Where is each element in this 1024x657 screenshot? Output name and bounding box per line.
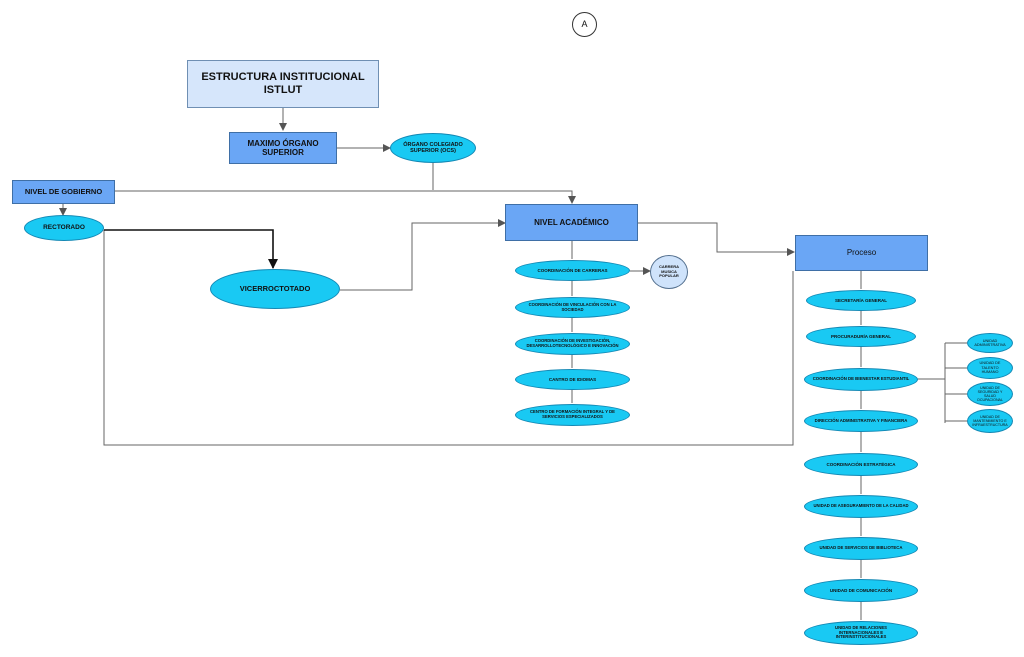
proceso-item-bienestar: COORDINACIÓN DE BIENESTAR ESTUDIANTIL (804, 368, 918, 391)
academico-item-label: CENTRO DE FORMACIÓN INTEGRAL Y DE SERVIC… (530, 409, 615, 419)
rectorado-label: RECTORADO (43, 224, 85, 232)
academico-item-label: COORDINACIÓN DE INVESTIGACIÓN, DESARROLL… (526, 338, 619, 348)
unidad-talento-humano-ellipse: UNIDAD DE TALENTO HUMANO (967, 357, 1013, 379)
proceso-item-comunicacion: UNIDAD DE COMUNICACIÓN (804, 579, 918, 602)
proceso-item-calidad: UNIDAD DE ASEGURAMIENTO DE LA CALIDAD (804, 495, 918, 518)
connector-vice-to-academico (340, 219, 506, 291)
proceso-item-estrategica: COORDINACIÓN ESTRATÉGICA (804, 453, 918, 476)
proceso-item-label: PROCURADURÍA GENERAL (830, 333, 892, 339)
proceso-item-secretaria: SECRETARÍA GENERAL (806, 290, 916, 311)
academico-item-label: COORDINACIÓN DE CARRERAS (537, 267, 608, 273)
proceso-item-label: COORDINACIÓN DE BIENESTAR ESTUDIANTIL (812, 376, 910, 382)
connector-academico-to-proceso (638, 222, 795, 256)
academico-item-idiomas: CANTRO DE IDIOMAS (515, 369, 630, 390)
unidad-label: UNIDAD DE TALENTO HUMANO (979, 361, 1001, 375)
proceso-item-label: UNIDAD DE SERVICIOS DE BIBLIOTECA (819, 545, 903, 551)
rectorado-ellipse: RECTORADO (24, 215, 104, 241)
proceso-box: Proceso (795, 235, 928, 271)
nivel-gobierno-box: NIVEL DE GOBIERNO (12, 180, 115, 204)
nivel-academico-box: NIVEL ACADÉMICO (505, 204, 638, 241)
nivel-academico-label: NIVEL ACADÉMICO (534, 217, 609, 227)
maximo-organo-box: MAXIMO ÓRGANO SUPERIOR (229, 132, 337, 164)
academico-item-vinculacion: COORDINACIÓN DE VINCULACIÓN CON LA SOCIE… (515, 297, 630, 318)
academico-item-carreras: COORDINACIÓN DE CARRERAS (515, 260, 630, 281)
vicerrectorado-ellipse: VICERROCTOTADO (210, 269, 340, 309)
proceso-item-label: DIRECCIÓN ADMINISTRATIVA Y FINANCIERA (814, 417, 908, 423)
unidad-label: UNIDAD DE MANTENIMIENTO E INFRAESTRUCTUR… (972, 414, 1008, 428)
maximo-organo-label: MAXIMO ÓRGANO SUPERIOR (247, 138, 319, 157)
proceso-item-label: UNIDAD DE COMUNICACIÓN (829, 587, 893, 593)
proceso-label: Proceso (846, 248, 877, 258)
carrera-musica-circle: CARRERA MUSICA POPULAR (650, 255, 688, 289)
proceso-item-biblioteca: UNIDAD DE SERVICIOS DE BIBLIOTECA (804, 537, 918, 560)
nivel-gobierno-label: NIVEL DE GOBIERNO (24, 186, 103, 196)
academico-item-formacion: CENTRO DE FORMACIÓN INTEGRAL Y DE SERVIC… (515, 404, 630, 426)
page-marker-circle: A (572, 12, 597, 37)
unidad-label: UNIDAD DE SEGURIDAD Y SALUD OCUPACIONAL (977, 385, 1003, 403)
unidad-label: UNIDAD ADMINISTRATIVA (974, 338, 1006, 347)
proceso-item-label: COORDINACIÓN ESTRATÉGICA (826, 461, 896, 467)
proceso-item-label: UNIDAD DE ASEGURAMIENTO DE LA CALIDAD (813, 503, 909, 509)
proceso-item-relaciones: UNIDAD DE RELACIONES INTERNACIONALES E I… (804, 621, 918, 645)
ocs-label: ÓRGANO COLEGIADO SUPERIOR (OCS) (403, 141, 463, 154)
unidad-administrativa-ellipse: UNIDAD ADMINISTRATIVA (967, 333, 1013, 353)
unidad-mantenimiento-ellipse: UNIDAD DE MANTENIMIENTO E INFRAESTRUCTUR… (967, 409, 1013, 433)
page-marker-label: A (581, 19, 588, 30)
title-box: ESTRUCTURA INSTITUCIONAL ISTLUT (187, 60, 379, 108)
title-text: ESTRUCTURA INSTITUCIONAL ISTLUT (201, 71, 365, 96)
carrera-musica-label: CARRERA MUSICA POPULAR (659, 264, 679, 279)
proceso-item-label: SECRETARÍA GENERAL (834, 297, 887, 303)
connector-gobierno-to-academico (115, 190, 576, 204)
connector-rectorado-loop (103, 230, 794, 446)
proceso-item-label: UNIDAD DE RELACIONES INTERNACIONALES E I… (835, 624, 887, 640)
connector-rectorado-to-vice (104, 229, 278, 269)
connector-bienestar-fan (918, 342, 967, 423)
unidad-seguridad-salud-ellipse: UNIDAD DE SEGURIDAD Y SALUD OCUPACIONAL (967, 382, 1013, 406)
academico-item-label: CANTRO DE IDIOMAS (548, 376, 597, 382)
ocs-ellipse: ÓRGANO COLEGIADO SUPERIOR (OCS) (390, 133, 476, 163)
vicerrectorado-label: VICERROCTOTADO (239, 283, 311, 293)
academico-item-label: COORDINACIÓN DE VINCULACIÓN CON LA SOCIE… (528, 301, 617, 312)
proceso-item-procuraduria: PROCURADURÍA GENERAL (806, 326, 916, 347)
proceso-item-direccion: DIRECCIÓN ADMINISTRATIVA Y FINANCIERA (804, 410, 918, 432)
academico-item-investigacion: COORDINACIÓN DE INVESTIGACIÓN, DESARROLL… (515, 333, 630, 355)
